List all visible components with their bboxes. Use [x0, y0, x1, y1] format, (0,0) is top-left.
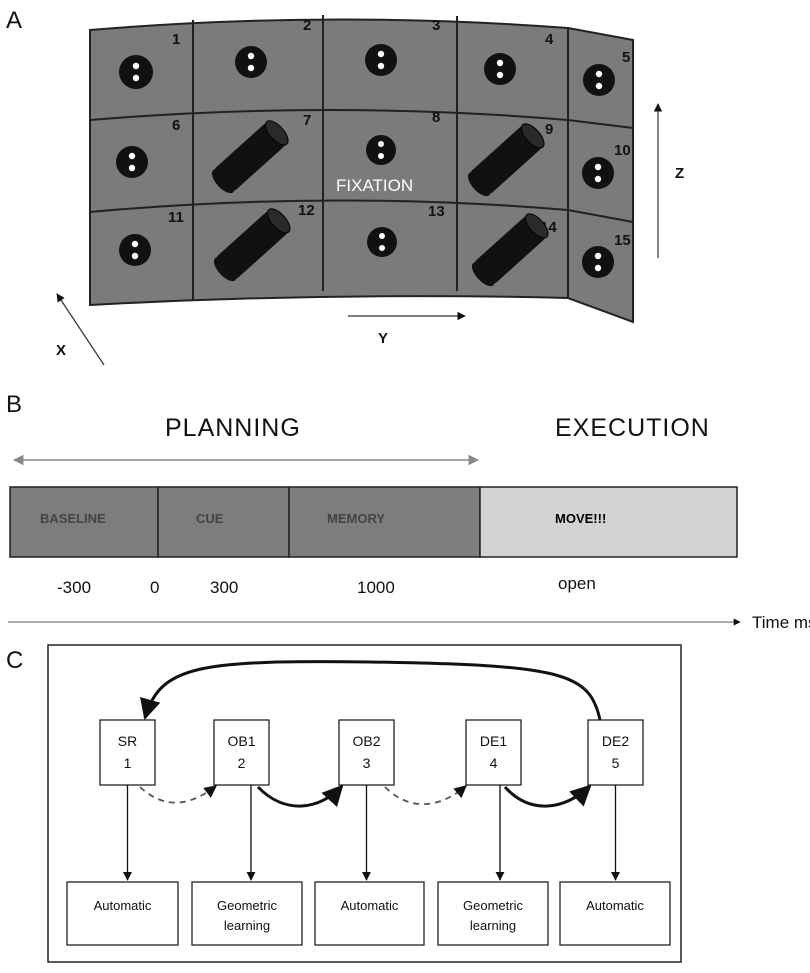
outcome-line1: Automatic: [94, 898, 152, 913]
segment-label: MEMORY: [327, 511, 385, 526]
stage-node: DE1 4: [465, 719, 522, 786]
solid-transition-arrow: [503, 784, 592, 808]
outcome-boxes: Automatic Geometric learning Automatic G…: [66, 881, 671, 946]
outcome-box: Automatic: [314, 881, 425, 946]
knob-icon: [365, 44, 397, 76]
knob-icon: [366, 135, 396, 165]
tick-label: 0: [150, 578, 159, 597]
cell-number: 7: [303, 112, 311, 129]
y-axis-label: Y: [378, 330, 388, 347]
cell-number: 9: [545, 121, 553, 138]
outcome-line1: Geometric: [217, 898, 277, 913]
outcome-line2: learning: [224, 918, 270, 933]
cell-number: 11: [168, 209, 184, 226]
stage-number: 3: [363, 755, 371, 771]
stage-node: OB1 2: [213, 719, 270, 786]
cylinder-icon: [213, 208, 291, 282]
stage-number: 2: [238, 755, 246, 771]
knob-icon: [367, 227, 397, 257]
cell-number: 3: [432, 17, 440, 34]
stage-number: 4: [490, 755, 498, 771]
stage-number: 1: [124, 755, 132, 771]
stage-node: OB2 3: [338, 719, 395, 786]
segment-memory: [288, 486, 481, 558]
dashed-transition-arrow: [384, 785, 467, 806]
cell-number: 2: [303, 17, 311, 34]
outcome-box: Geometric learning: [437, 881, 549, 946]
planning-label: PLANNING: [165, 414, 301, 442]
cell-number: 8: [432, 109, 440, 126]
cell-number: 12: [298, 202, 315, 219]
feedback-arrow: [140, 660, 602, 721]
outcome-box: Automatic: [559, 881, 671, 946]
outcome-line1: Automatic: [341, 898, 399, 913]
panel-a-grid: [89, 15, 634, 324]
outcome-box: Automatic: [66, 881, 179, 946]
segment-move: [479, 486, 738, 558]
time-axis-label: Time ms: [752, 613, 810, 632]
tick-label: 300: [210, 578, 238, 597]
fixation-label: FIXATION: [336, 176, 413, 195]
stage-transitions: [139, 784, 592, 808]
knob-icon: [119, 234, 151, 266]
z-axis-label: Z: [675, 165, 684, 182]
cylinder-icon: [467, 123, 545, 197]
stage-name: OB1: [227, 733, 255, 749]
knob-icon: [582, 157, 614, 189]
panel-a-axes: X Y Z: [56, 103, 684, 366]
cell-number: 13: [428, 203, 445, 220]
cell-number: 6: [172, 117, 180, 134]
cell-number: 10: [614, 142, 631, 159]
segment-cue: [157, 486, 290, 558]
timeline-bar: BASELINE CUE MEMORY MOVE!!!: [9, 486, 738, 558]
outcome-line1: Geometric: [463, 898, 523, 913]
outcome-line1: Automatic: [586, 898, 644, 913]
segment-baseline: [9, 486, 159, 558]
x-axis-label: X: [56, 342, 66, 359]
stage-nodes: SR 1 OB1 2 OB2 3 DE1 4 DE2 5: [99, 719, 644, 786]
cylinder-icon: [211, 120, 289, 194]
timeline-ticks: -300 0 300 1000 open: [57, 574, 596, 597]
segment-label: MOVE!!!: [555, 511, 606, 526]
cell-number: 15: [614, 232, 631, 249]
stage-name: SR: [118, 733, 137, 749]
knob-icon: [583, 64, 615, 96]
cell-number: 5: [622, 49, 630, 66]
knob-icon: [119, 55, 153, 89]
tick-label: 1000: [357, 578, 395, 597]
outcome-box: Geometric learning: [191, 881, 303, 946]
panel-a-letter: A: [6, 7, 22, 34]
stage-name: DE2: [602, 733, 629, 749]
segment-label: CUE: [196, 511, 224, 526]
cell-number: 4: [545, 31, 554, 48]
cylinder-objects: [211, 120, 549, 287]
knob-icon: [484, 53, 516, 85]
knob-icon: [235, 46, 267, 78]
knob-icon: [582, 246, 614, 278]
tick-label: -300: [57, 578, 91, 597]
cell-number: 1: [172, 31, 180, 48]
stage-name: DE1: [480, 733, 507, 749]
tick-label: open: [558, 574, 596, 593]
stage-node: SR 1: [99, 719, 156, 786]
stage-node: DE2 5: [587, 719, 644, 786]
panel-b-letter: B: [6, 391, 22, 418]
stage-number: 5: [612, 755, 620, 771]
stage-name: OB2: [352, 733, 380, 749]
solid-transition-arrow: [256, 784, 344, 808]
knob-objects: [116, 44, 615, 278]
cell-numbers: 1 2 3 4 5 6 7 8 9 10 11 12 13 14 15: [168, 17, 631, 249]
dashed-transition-arrow: [139, 785, 217, 804]
execution-label: EXECUTION: [555, 414, 710, 442]
knob-icon: [116, 146, 148, 178]
cylinder-icon: [471, 213, 549, 287]
outcome-line2: learning: [470, 918, 516, 933]
outcome-arrows: [122, 785, 621, 881]
segment-label: BASELINE: [40, 511, 106, 526]
panel-c-letter: C: [6, 647, 23, 674]
panel-c-frame: [47, 644, 682, 963]
